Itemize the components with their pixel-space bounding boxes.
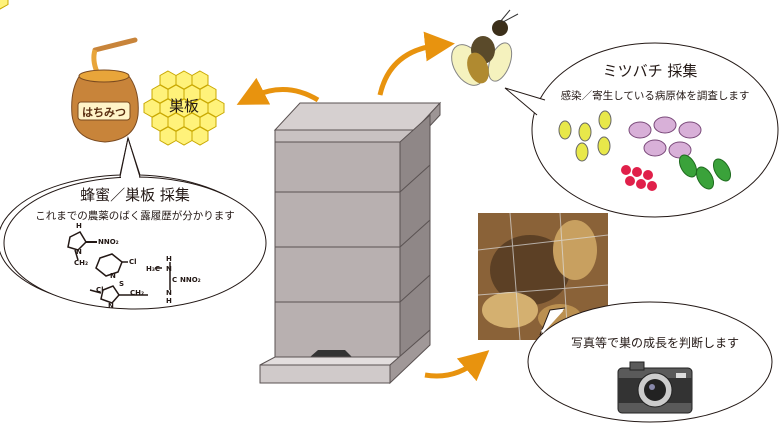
honeybee-icon	[451, 9, 519, 86]
chem-label: CH₂	[130, 289, 145, 297]
chem-label: NNO₂	[98, 238, 119, 246]
chem-label: Cl	[129, 258, 137, 266]
chem-label: N	[166, 265, 172, 273]
chemical-structures	[67, 231, 171, 304]
chem-label: N	[108, 302, 114, 310]
arrow-to-honey	[236, 77, 320, 105]
chem-label: N	[76, 248, 82, 256]
chem-label: S	[119, 280, 125, 288]
left-bubble-subtitle: これまでの農薬のばく露履歴が分かります	[35, 210, 235, 222]
chem-label: CH₂	[74, 259, 89, 267]
honey-pot-label: はちみつ	[82, 106, 126, 119]
arrow-to-bee	[377, 31, 455, 96]
pathogen-illustrations	[558, 110, 732, 191]
chem-label: Cl	[96, 286, 104, 294]
honeycomb-label: 巣板	[168, 97, 199, 115]
chem-label: H	[76, 222, 82, 230]
top-right-bubble-title: ミツバチ 採集	[602, 62, 698, 80]
beehive	[259, 101, 442, 385]
chem-label: H	[166, 297, 172, 305]
bottom-right-bubble-subtitle: 写真等で巣の成長を判断します	[570, 336, 739, 350]
chem-label: C	[172, 276, 178, 284]
bottom-right-speech-bubble	[527, 301, 773, 423]
chem-label: NNO₂	[180, 276, 201, 284]
chem-label: N	[166, 289, 172, 297]
arrow-to-photo	[424, 350, 490, 382]
chem-label: H	[166, 255, 172, 263]
chem-label: N	[110, 272, 116, 280]
honeycomb-icon	[0, 0, 225, 146]
top-right-bubble-subtitle: 感染／寄生している病原体を調査します	[560, 90, 750, 102]
camera-icon	[617, 361, 693, 414]
left-bubble-title: 蜂蜜／巣板 採集	[80, 186, 190, 204]
honey-pot-icon	[71, 37, 139, 143]
chem-label: H₃C	[146, 265, 161, 273]
